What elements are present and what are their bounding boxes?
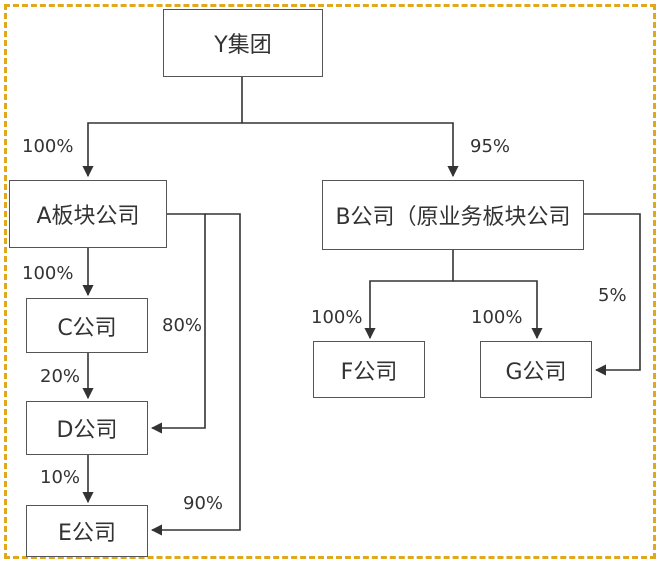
edge-a-to-e: [150, 213, 241, 536]
node-y-group: Y集团: [163, 9, 323, 77]
node-e-company: E公司: [26, 505, 148, 557]
edge-y-to-b: [242, 122, 459, 178]
label-a-to-e: 90%: [183, 493, 224, 514]
node-g-company: G公司: [480, 341, 592, 398]
edge-b-to-g-extra: [584, 213, 641, 376]
edge-a-to-d: [150, 213, 206, 434]
label-y-to-a: 100%: [22, 136, 74, 157]
label-c-to-d: 20%: [40, 366, 81, 387]
edge-b-to-f: [364, 250, 454, 340]
node-d-company: D公司: [26, 401, 148, 455]
label-b-to-g: 100%: [471, 307, 523, 328]
label-y-to-b: 95%: [470, 136, 511, 157]
node-b-company: B公司（原业务板块公司: [322, 180, 584, 250]
edge-b-to-g: [453, 280, 543, 340]
label-a-to-c: 100%: [22, 263, 74, 284]
label-a-to-d: 80%: [162, 315, 203, 336]
node-c-company: C公司: [26, 298, 148, 353]
node-f-company: F公司: [313, 341, 425, 398]
label-d-to-e: 10%: [40, 467, 81, 488]
label-b-to-f: 100%: [311, 307, 363, 328]
label-b-to-g-extra: 5%: [598, 285, 627, 306]
edge-y-to-a: [82, 77, 243, 178]
node-a-segment: A板块公司: [9, 180, 167, 248]
diagram-frame: [4, 4, 656, 559]
